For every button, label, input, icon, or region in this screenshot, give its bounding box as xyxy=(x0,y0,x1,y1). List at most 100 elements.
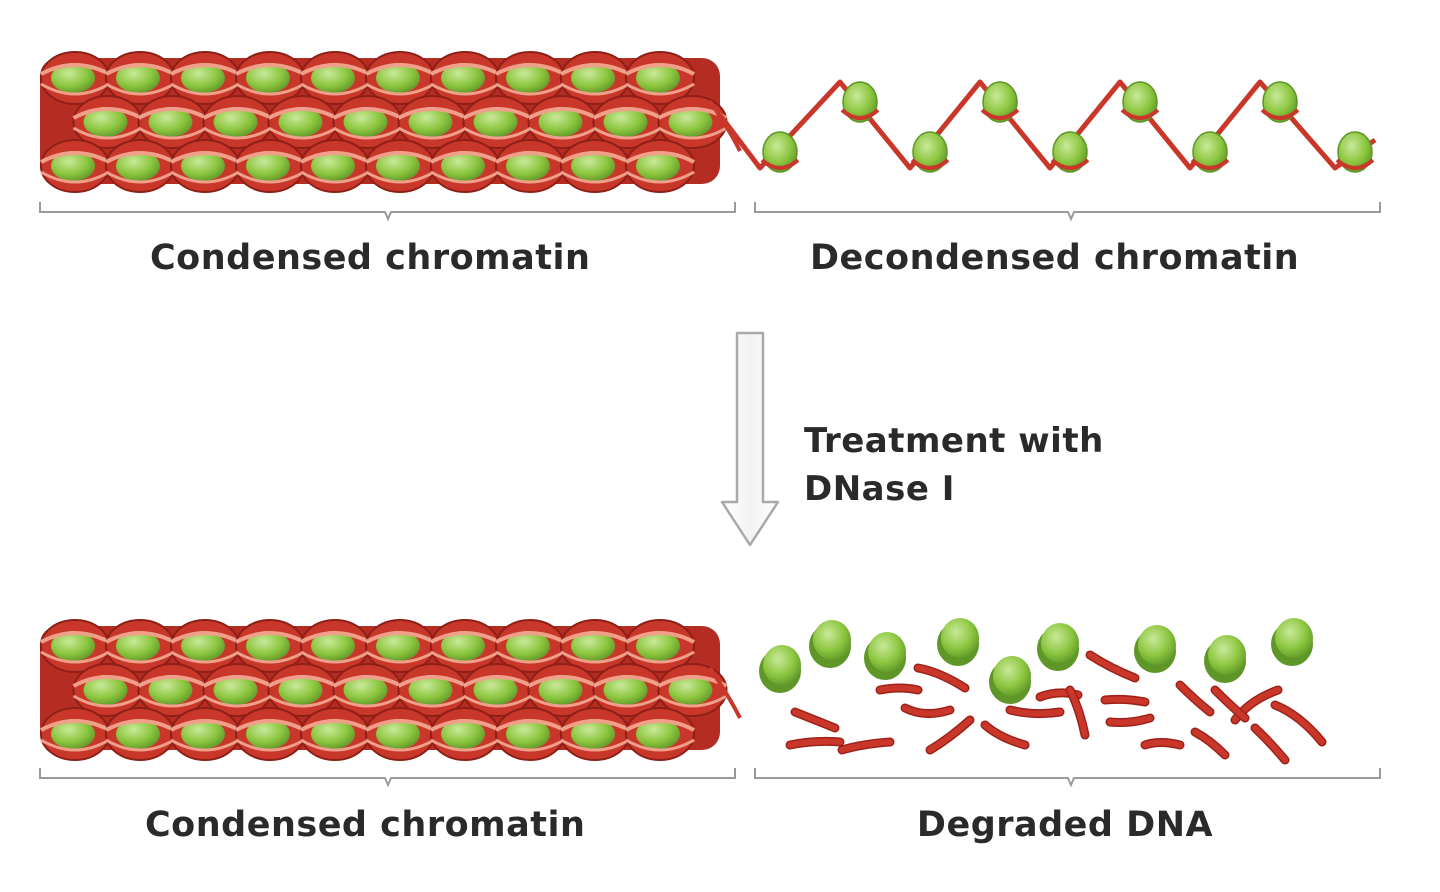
dna-coil xyxy=(40,82,110,96)
free-histone xyxy=(941,618,979,658)
nucleosome-bead xyxy=(762,131,798,173)
dna-coil xyxy=(365,631,435,644)
histone-core xyxy=(441,631,485,661)
dna-coil xyxy=(625,151,695,164)
dna-fragment-highlight xyxy=(927,717,973,753)
dna-coil xyxy=(267,126,338,140)
nucleosome-bead xyxy=(1262,81,1298,123)
histone-core xyxy=(311,631,355,661)
dna-coil xyxy=(365,170,435,184)
dna-coil xyxy=(592,694,663,708)
histone-core xyxy=(538,675,583,705)
dna-coil xyxy=(365,650,435,664)
dna-coil xyxy=(202,107,273,120)
histone-core xyxy=(636,151,680,181)
dna-coil xyxy=(560,650,630,664)
dna-coil xyxy=(105,738,175,752)
dna-coil xyxy=(495,738,565,752)
dna-coil xyxy=(462,126,533,140)
dna-coil xyxy=(430,63,500,76)
histone-core xyxy=(506,631,550,661)
dna-coil xyxy=(657,126,728,140)
histone-core xyxy=(603,675,648,705)
dna-coil xyxy=(527,694,598,708)
nucleosome-bead xyxy=(1337,131,1373,173)
dna-coil xyxy=(137,694,208,708)
dna-fragment-highlight xyxy=(1107,715,1153,726)
dna-fragment-highlight xyxy=(787,738,843,748)
nucleosome-bead xyxy=(982,81,1018,123)
dna-wrap xyxy=(1335,158,1375,170)
dna-coil xyxy=(365,719,435,732)
dna-coil xyxy=(40,151,110,164)
dna-coil xyxy=(332,694,403,708)
dna-coil xyxy=(365,63,435,76)
label-condensed-chromatin-bottom: Condensed chromatin xyxy=(145,805,586,845)
dna-coil xyxy=(462,107,533,120)
dna-coil xyxy=(332,675,403,688)
dna-coil xyxy=(495,631,565,644)
histone-core xyxy=(311,151,355,181)
bracket-bottom-left xyxy=(39,768,736,788)
dna-coil xyxy=(560,63,630,76)
linker-dna xyxy=(708,666,742,719)
histone-core xyxy=(51,719,95,749)
condensed-chromatin-fiber-bottom xyxy=(40,619,742,761)
dna-coil xyxy=(300,738,370,752)
dna-coil xyxy=(430,82,500,96)
dna-coil xyxy=(202,126,273,140)
dna-coil xyxy=(235,82,305,96)
dna-coil xyxy=(430,719,500,732)
dna-coil xyxy=(300,719,370,732)
histone-core xyxy=(213,107,258,137)
histone-core xyxy=(376,63,420,93)
dna-coil xyxy=(625,631,695,644)
dna-fragment-highlight xyxy=(792,709,838,731)
histone-core xyxy=(278,107,323,137)
dna-coil xyxy=(235,738,305,752)
histone-core xyxy=(506,63,550,93)
free-histone xyxy=(993,656,1031,696)
dna-wrap xyxy=(760,158,800,170)
histone-core xyxy=(376,631,420,661)
dna-coil xyxy=(170,738,240,752)
histone-core xyxy=(246,151,290,181)
dna-coil xyxy=(170,719,240,732)
dna-coil xyxy=(170,631,240,644)
dna-coil xyxy=(202,694,273,708)
dna-fragment-highlight xyxy=(1087,652,1138,681)
label-treatment-line2: DNase I xyxy=(804,469,955,509)
dna-coil xyxy=(527,675,598,688)
dna-coil xyxy=(40,719,110,732)
dna-fragment-highlight xyxy=(1142,739,1183,748)
dna-fragment-highlight xyxy=(877,685,921,693)
histone-core xyxy=(116,631,160,661)
histone-core xyxy=(343,675,388,705)
histone-core xyxy=(181,151,225,181)
dna-coil xyxy=(105,631,175,644)
bracket-top-right xyxy=(754,202,1381,222)
dna-coil xyxy=(170,650,240,664)
dna-wrap xyxy=(1260,108,1300,120)
dna-fragment-highlight xyxy=(915,665,968,691)
histone-core xyxy=(181,631,225,661)
dna-coil xyxy=(300,650,370,664)
dna-coil xyxy=(105,63,175,76)
free-histone xyxy=(813,620,851,660)
nucleosome-bead xyxy=(1052,131,1088,173)
dna-coil xyxy=(72,694,143,708)
histone-core xyxy=(441,151,485,181)
histone-core xyxy=(311,719,355,749)
dna-coil xyxy=(625,63,695,76)
dna-coil xyxy=(527,126,598,140)
dna-coil xyxy=(105,650,175,664)
dna-coil xyxy=(332,107,403,120)
histone-core xyxy=(116,63,160,93)
dna-coil xyxy=(72,107,143,120)
dna-coil xyxy=(592,107,663,120)
label-condensed-chromatin-top: Condensed chromatin xyxy=(150,238,591,278)
dna-coil xyxy=(300,82,370,96)
histone-core xyxy=(116,719,160,749)
free-histone xyxy=(1041,623,1079,663)
